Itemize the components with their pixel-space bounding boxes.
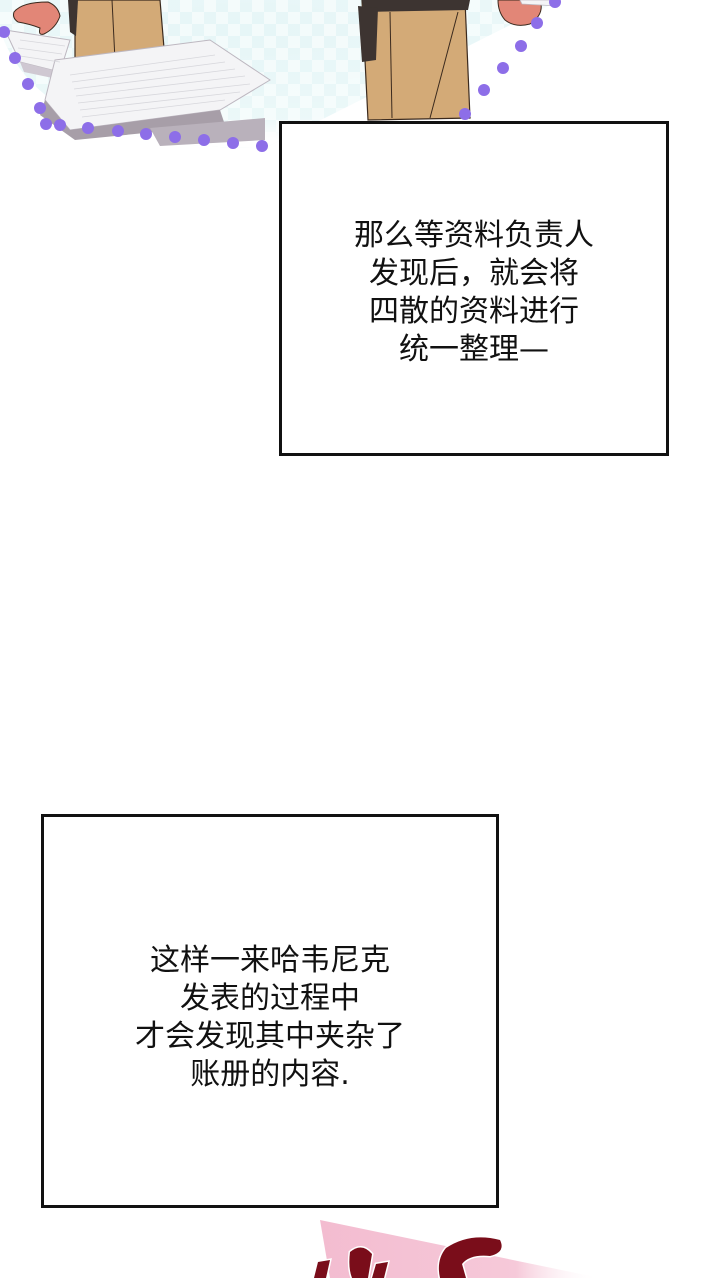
caption-line: 发现后，就会将: [369, 255, 579, 291]
caption-text: 这样一来哈韦尼克 发表的过程中 才会发现其中夹杂了 账册的内容.: [135, 942, 405, 1094]
caption-text: 那么等资料负责人 发现后，就会将 四散的资料进行 统一整理—: [354, 217, 594, 369]
caption-line: 才会发现其中夹杂了: [135, 1019, 405, 1054]
caption-line: 这样一来哈韦尼克: [150, 943, 390, 978]
narration-caption-box: 这样一来哈韦尼克 发表的过程中 才会发现其中夹杂了 账册的内容.: [41, 814, 499, 1208]
caption-line: 四散的资料进行: [369, 293, 579, 329]
sound-effect-banner-art: [312, 1220, 600, 1280]
characters-with-documents-art: [0, 0, 561, 152]
caption-line: 那么等资料负责人: [354, 217, 594, 253]
caption-line: 发表的过程中: [180, 981, 360, 1016]
caption-line: 账册的内容.: [190, 1057, 350, 1092]
dotted-frame: [0, 0, 561, 152]
caption-line: 统一整理—: [399, 331, 549, 367]
top-illustration: [0, 0, 720, 170]
narration-caption-box: 那么等资料负责人 发现后，就会将 四散的资料进行 统一整理—: [279, 121, 669, 456]
bottom-illustration: [0, 1212, 720, 1280]
